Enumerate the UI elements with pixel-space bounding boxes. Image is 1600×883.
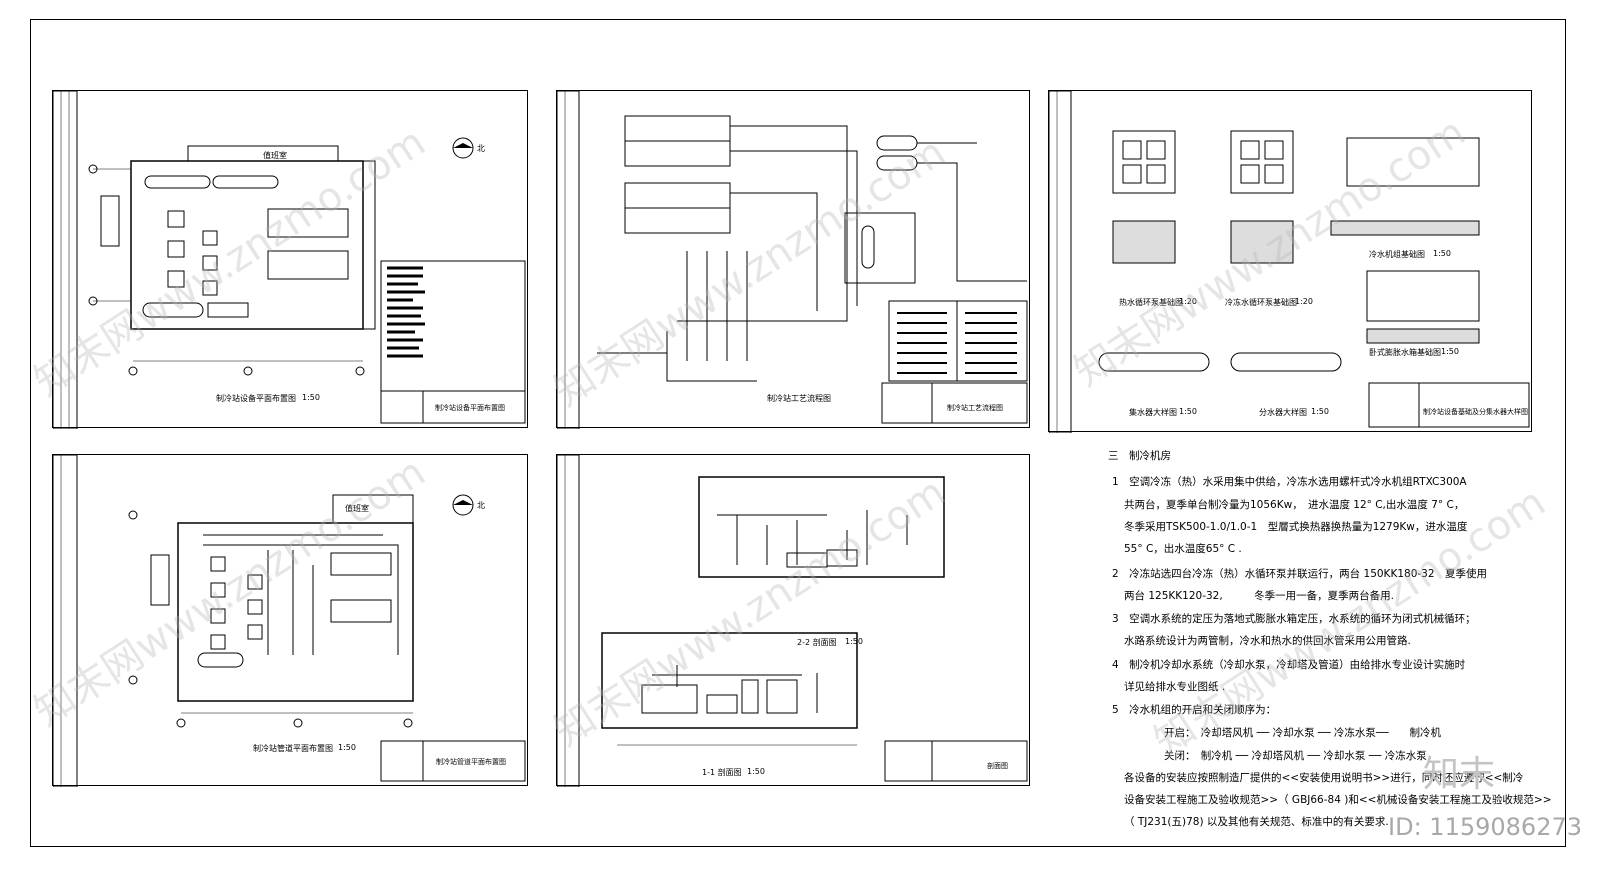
- notes-line: 设备安装工程施工及验收规范>>（ GBJ66-84 )和<<机械设备安装工程施工…: [1124, 794, 1552, 806]
- detail-scale: 1:50: [1433, 249, 1451, 258]
- section-label-1-1: 1-1 剖面图: [702, 768, 742, 777]
- detail-label-chiller: 冷水机组基础图: [1369, 250, 1425, 259]
- sheet-pipe-plan[interactable]: 值班室 北 制冷站管道平面布置图 1:50 制冷站管道平面布置图: [52, 454, 528, 787]
- sections-drawing: [557, 455, 1028, 787]
- notes-line: 开启： 冷却塔风机 ── 冷却水泵 ── 冷冻水泵── 制冷机: [1164, 727, 1442, 739]
- detail-label-distributor: 分水器大样图: [1259, 408, 1307, 417]
- notes-line: （ TJ231(五)78) 以及其他有关规范、标准中的有关要求.: [1124, 816, 1389, 828]
- process-flow-drawing: [557, 91, 1028, 429]
- equipment-plan-drawing: [53, 91, 526, 429]
- watermark-logo: 知末: [1422, 754, 1495, 795]
- sheet-scale: 1:50: [338, 743, 356, 752]
- notes-line: 水路系统设计为两管制，冷水和热水的供回水管采用公用管路.: [1124, 635, 1411, 647]
- sheet-title: 制冷站管道平面布置图: [253, 744, 333, 753]
- room-label: 值班室: [345, 504, 369, 513]
- sheet-equipment-plan[interactable]: 值班室 北 制冷站设备平面布置图 1:50 制冷站设备平面布置图: [52, 90, 528, 429]
- titleblock-text: 制冷站工艺流程图: [947, 404, 1003, 412]
- foundations-drawing: [1049, 91, 1530, 433]
- detail-scale: 1:50: [1179, 407, 1197, 416]
- notes-line: 共两台，夏季单台制冷量为1056Kw， 进水温度 12° C,出水温度 7° C…: [1124, 499, 1465, 511]
- notes-line: 55° C，出水温度65° C .: [1124, 543, 1242, 555]
- titleblock-text: 制冷站设备基础及分集水器大样图: [1423, 408, 1528, 416]
- notes-line: 详见给排水专业图纸 .: [1124, 681, 1226, 693]
- section-label-2-2: 2-2 剖面图: [797, 638, 837, 647]
- section-scale: 1:50: [845, 637, 863, 646]
- sheet-title: 制冷站工艺流程图: [767, 394, 831, 403]
- sheet-scale: 1:50: [302, 393, 320, 402]
- detail-scale: 1:50: [1441, 347, 1459, 356]
- detail-label-hot-pump: 热水循环泵基础图: [1119, 298, 1183, 307]
- design-notes: 三 制冷机房 1 空调冷冻（热）水采用集中供给，冷冻水选用螺杆式冷水机组RTXC…: [1108, 448, 1578, 858]
- notes-line: 2 冷冻站选四台冷冻（热）水循环泵并联运行，两台 150KK180-32 夏季使…: [1112, 568, 1488, 580]
- notes-line: 两台 125KK120-32, 冬季一用一备，夏季两台备用.: [1124, 590, 1395, 602]
- detail-scale: 1:50: [1311, 407, 1329, 416]
- notes-line: 冬季采用TSK500-1.0/1.0-1 型層式换热器换热量为1279Kw，进水…: [1124, 521, 1468, 533]
- notes-line: 4 制冷机冷却水系统（冷却水泵，冷却塔及管道）由给排水专业设计实施时: [1112, 659, 1466, 671]
- titleblock-text: 制冷站设备平面布置图: [435, 404, 505, 412]
- pipe-plan-drawing: [53, 455, 526, 787]
- detail-label-expansion-tank: 卧式膨胀水箱基础图: [1369, 348, 1441, 357]
- notes-heading: 三 制冷机房: [1108, 450, 1171, 462]
- titleblock-text: 剖面图: [987, 762, 1008, 770]
- watermark-id: ID: 1159086273: [1388, 813, 1582, 841]
- detail-label-chilled-pump: 冷冻水循环泵基础图: [1225, 298, 1297, 307]
- detail-scale: 1:20: [1295, 297, 1313, 306]
- sheet-sections[interactable]: 2-2 剖面图 1:50 1-1 剖面图 1:50 剖面图: [556, 454, 1030, 787]
- notes-line: 关闭： 制冷机 ── 冷却塔风机 ── 冷却水泵 ── 冷冻水泵: [1164, 750, 1427, 762]
- detail-label-collector: 集水器大样图: [1129, 408, 1177, 417]
- sheet-foundations[interactable]: 热水循环泵基础图 1:20 冷冻水循环泵基础图 1:20 冷水机组基础图 1:5…: [1048, 90, 1532, 433]
- sheet-title: 制冷站设备平面布置图: [216, 394, 296, 403]
- notes-line: 1 空调冷冻（热）水采用集中供给，冷冻水选用螺杆式冷水机组RTXC300A: [1112, 476, 1467, 488]
- detail-scale: 1:20: [1179, 297, 1197, 306]
- notes-line: 5 冷水机组的开启和关闭顺序为：: [1112, 704, 1277, 716]
- north-label: 北: [477, 144, 485, 153]
- north-label: 北: [477, 501, 485, 510]
- notes-line: 各设备的安装应按照制造厂提供的<<安装使用说明书>>进行，同时还应遵守<<制冷: [1124, 772, 1524, 784]
- section-scale: 1:50: [747, 767, 765, 776]
- titleblock-text: 制冷站管道平面布置图: [436, 758, 506, 766]
- drawing-frame: [30, 19, 1566, 847]
- notes-line: 3 空调水系统的定压为落地式膨胀水箱定压，水系统的循环为闭式机械循环；: [1112, 613, 1476, 625]
- sheet-process-flow[interactable]: 制冷站工艺流程图 制冷站工艺流程图: [556, 90, 1030, 429]
- room-label: 值班室: [263, 151, 287, 160]
